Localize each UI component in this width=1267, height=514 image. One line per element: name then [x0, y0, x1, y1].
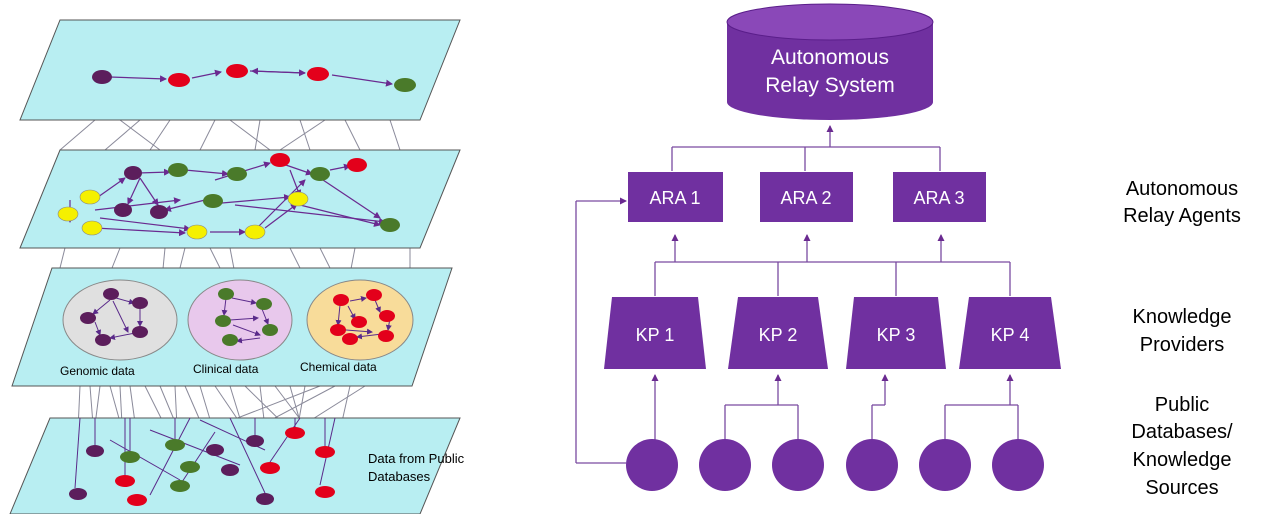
layer-top: [19, 19, 461, 121]
left-panel: Genomic data Clinical data: [9, 19, 465, 514]
chemical-data-label: Chemical data: [300, 360, 377, 374]
node-green: [168, 163, 188, 177]
layer-data-types: Genomic data Clinical data: [11, 267, 453, 387]
public-databases-label-line1: Data from Public: [368, 451, 465, 466]
kp-2-label: KP 2: [759, 325, 798, 345]
node-purple: [124, 166, 142, 180]
svg-text:Knowledge: Knowledge: [1133, 449, 1232, 471]
genomic-data-label: Genomic data: [60, 364, 135, 378]
ara-box-2: ARA 2: [760, 172, 853, 222]
node-yellow: [287, 191, 309, 207]
node-red: [347, 158, 367, 172]
kp-2: KP 2: [728, 297, 828, 369]
kp-4-label: KP 4: [991, 325, 1030, 345]
node-green: [394, 78, 416, 92]
ara-1-label: ARA 1: [649, 188, 700, 208]
legend-ara: Autonomous Relay Agents: [1123, 178, 1241, 227]
node-green: [380, 218, 400, 232]
ara-3-label: ARA 3: [913, 188, 964, 208]
relay-system-line2: Relay System: [765, 74, 895, 97]
ara-box-1: ARA 1: [628, 172, 723, 222]
right-panel: Autonomous Relay System ARA 1 ARA 2 ARA …: [575, 3, 1241, 499]
node-green: [203, 194, 223, 208]
node-green: [227, 167, 247, 181]
ara-box-3: ARA 3: [893, 172, 986, 222]
layer-network: [19, 149, 461, 249]
source-circle: [699, 439, 751, 491]
legend-kp: Knowledge Providers: [1133, 306, 1232, 356]
node-red: [307, 67, 329, 81]
svg-text:Public: Public: [1155, 394, 1209, 416]
clinical-data-label: Clinical data: [193, 362, 259, 376]
node-red: [226, 64, 248, 78]
svg-text:Databases/: Databases/: [1131, 421, 1233, 443]
kp-3: KP 3: [846, 297, 946, 369]
source-circle: [626, 439, 678, 491]
node-yellow: [244, 224, 266, 240]
node-green: [310, 167, 330, 181]
node-purple: [150, 205, 168, 219]
kp-3-label: KP 3: [877, 325, 916, 345]
layer-public-databases: Data from Public Databases: [9, 417, 465, 514]
kp-4: KP 4: [959, 297, 1061, 369]
kp-1-label: KP 1: [636, 325, 675, 345]
svg-text:Sources: Sources: [1145, 477, 1218, 499]
relay-system-cylinder: Autonomous Relay System: [726, 3, 934, 120]
knowledge-sources: [626, 439, 1044, 491]
genomic-group: Genomic data: [60, 279, 178, 378]
node-yellow: [57, 206, 79, 222]
kp-1: KP 1: [604, 297, 706, 369]
node-purple: [114, 203, 132, 217]
source-circle: [772, 439, 824, 491]
ara-2-label: ARA 2: [780, 188, 831, 208]
svg-text:Autonomous: Autonomous: [1126, 178, 1238, 200]
clinical-group: Clinical data: [187, 279, 293, 376]
legend-sources: Public Databases/ Knowledge Sources: [1131, 394, 1233, 499]
svg-text:Relay Agents: Relay Agents: [1123, 205, 1241, 227]
node-yellow: [79, 189, 101, 205]
source-circle: [919, 439, 971, 491]
svg-text:Providers: Providers: [1140, 334, 1224, 356]
source-circle: [846, 439, 898, 491]
public-databases-label-line2: Databases: [368, 469, 431, 484]
node-red: [270, 153, 290, 167]
node-purple: [92, 70, 112, 84]
node-red: [168, 73, 190, 87]
svg-text:Knowledge: Knowledge: [1133, 306, 1232, 328]
relay-system-line1: Autonomous: [771, 46, 889, 69]
hierarchy-connectors: [575, 125, 1019, 464]
chemical-group: Chemical data: [300, 279, 414, 374]
node-yellow: [81, 220, 103, 236]
node-yellow: [186, 224, 208, 240]
source-circle: [992, 439, 1044, 491]
